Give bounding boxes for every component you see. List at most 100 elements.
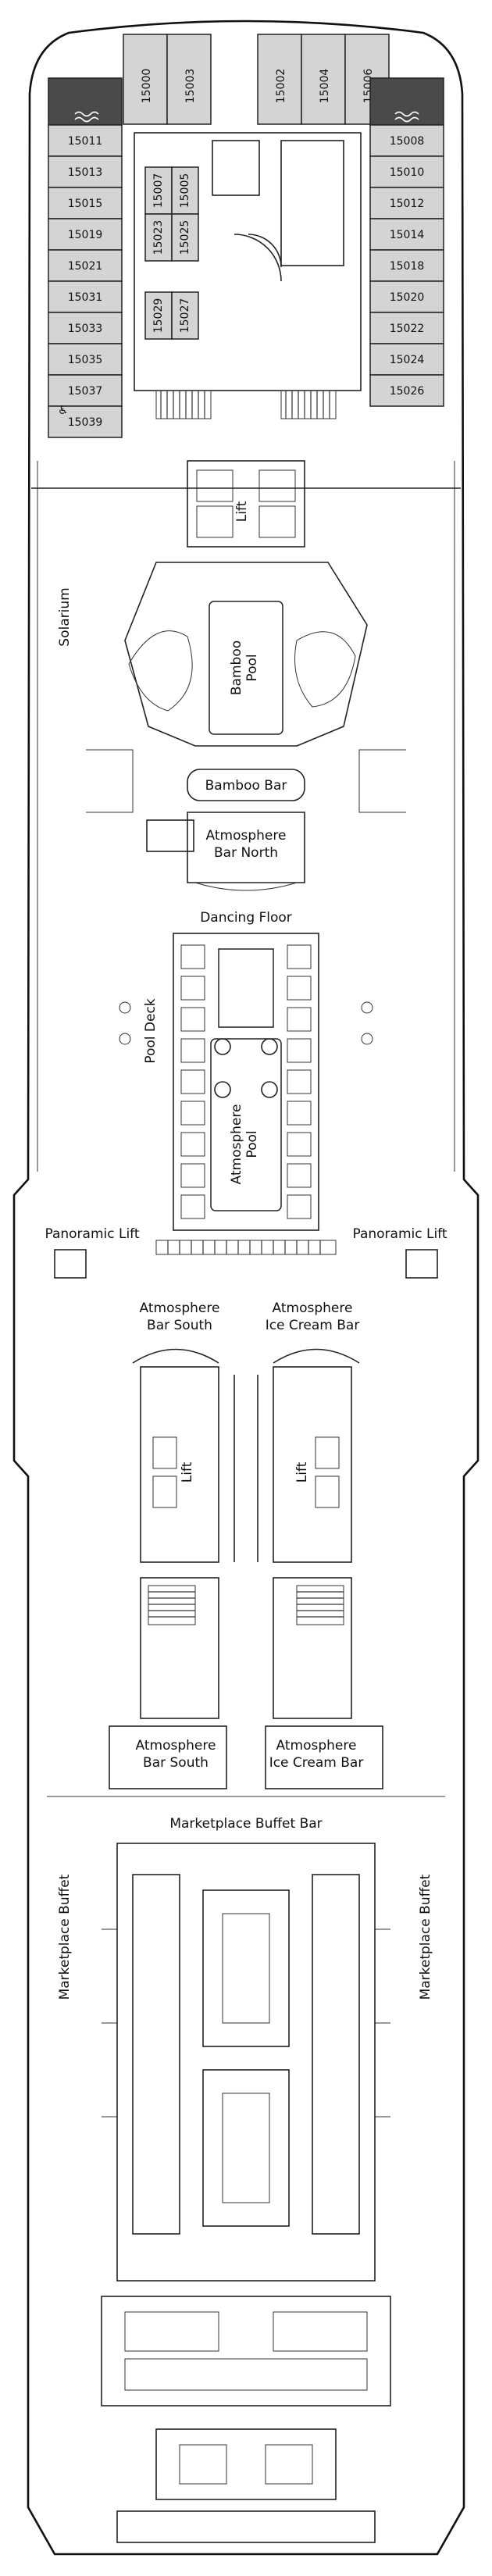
pool-deck-area: Dancing Floor Atmosphere Pool Pool Deck [119,910,373,1231]
cabin-label-15025: 15025 [179,220,191,255]
lift-car-1 [196,469,234,502]
panoramic-lift-right [405,1249,438,1279]
cabin-15035[interactable] [48,343,123,376]
aft-block-right [273,1577,352,1719]
cabin-15024[interactable] [369,343,444,376]
stair-aft-left [148,1585,196,1625]
whirlpool-3 [214,1081,231,1098]
panoramic-lift-left-label: Panoramic Lift [45,1226,139,1242]
stern-service-block [155,2428,337,2500]
aft-block-left [140,1577,219,1719]
galley-room-1 [124,2311,219,2352]
atmosphere-pool-label-1: Atmosphere [229,1104,244,1185]
stair-pool-aft [155,1240,337,1255]
solarium-side-right [358,749,406,813]
hull-outline [12,20,480,2556]
galley-room-2 [273,2311,368,2352]
cabin-label-15018: 15018 [390,260,425,273]
cabin-label-15027: 15027 [179,298,191,334]
cabin-15039[interactable] [48,405,123,438]
cabin-15026[interactable] [369,374,444,407]
deck-table-left-2 [119,1033,131,1045]
cabin-15003[interactable] [166,34,212,125]
cabin-label-15005: 15005 [179,173,191,209]
mid-lift-car-left-2 [152,1475,177,1508]
mid-bars-upper: Atmosphere Bar South Atmosphere Ice Crea… [132,1300,360,1364]
stair-forward-left [155,390,212,419]
lift-car-4 [258,505,296,538]
forward-service-block [134,132,362,391]
panoramic-lift-left [54,1249,87,1279]
panoramic-lift-right-label: Panoramic Lift [352,1226,447,1242]
cabin-label-15015: 15015 [68,198,103,210]
atmosphere-bar-north-outline [187,812,305,883]
whirlpool-icon-left [74,111,99,123]
service-room-forward [280,140,344,266]
cabin-label-15031: 15031 [68,291,103,304]
dancing-floor-label: Dancing Floor [200,910,292,926]
cabin-label-15004: 15004 [319,69,331,104]
cabin-label-15003: 15003 [184,69,197,104]
cabin-15002[interactable] [257,34,302,125]
cabin-label-15012: 15012 [390,198,425,210]
deck-table-right-2 [361,1033,373,1045]
cabin-label-15002: 15002 [275,69,287,104]
cabin-label-15035: 15035 [68,354,103,366]
mid-lift-car-left-1 [152,1436,177,1469]
cabin-15010[interactable] [369,155,444,188]
cabin-15004[interactable] [301,34,346,125]
stern-room-2 [265,2444,313,2485]
atmosphere-bar-north-label-1: Atmosphere [206,828,287,844]
cabin-label-15008: 15008 [390,135,425,148]
lift-forward-label: Lift [234,501,250,522]
marketplace-buffet-bar-label: Marketplace Buffet Bar [169,1816,322,1832]
cabin-label-15011: 15011 [68,135,103,148]
aft-galley [101,2296,391,2543]
atmosphere-bar-south-lower-label-2: Bar South [143,1755,209,1771]
cabin-15025[interactable] [171,213,199,262]
buffet-counter-right [312,1874,360,2235]
curved-stair-forward-inner [248,234,282,268]
cabin-15022[interactable] [369,312,444,344]
bamboo-pool-label-2: Pool [244,654,260,681]
cabin-label-15022: 15022 [390,323,425,335]
cabin-15029[interactable] [144,291,173,340]
bar-north-side-left [146,819,194,852]
panoramic-lifts: Panoramic Lift Panoramic Lift [45,1226,447,1279]
buffet-counter-left [132,1874,180,2235]
atmosphere-pool [210,1038,282,1211]
cabin-label-15021: 15021 [68,260,103,273]
cabin-dark-right [369,77,444,126]
cabin-15023[interactable] [144,213,173,262]
mid-lift-car-right-1 [315,1436,340,1469]
cabin-15027[interactable] [171,291,199,340]
pool-deck-frame [173,933,319,1231]
atmosphere-bar-south-lower-label-1: Atmosphere [136,1738,216,1754]
stair-aft-right [296,1585,344,1625]
cabin-label-15000: 15000 [141,69,153,104]
atmosphere-ice-cream-label-2: Ice Cream Bar [266,1318,360,1333]
ice-cream-counter-curve [273,1348,360,1364]
cabin-15008[interactable] [369,124,444,157]
lift-shaft-forward [187,460,305,548]
curved-stair-forward [234,234,282,282]
mid-bars-lower: Atmosphere Bar South Atmosphere Ice Crea… [47,1725,445,1797]
cabin-15031[interactable] [48,280,123,313]
ice-cream-lower-outline [265,1725,383,1789]
atmosphere-ice-cream-lower-label-1: Atmosphere [276,1738,357,1754]
cabin-15015[interactable] [48,187,123,219]
cabins-top-row: 15000 15003 15002 15004 15006 [123,34,390,125]
sunbeds-left [180,944,205,1219]
atmosphere-bar-south-label-2: Bar South [147,1318,212,1333]
cabins-right-column: 15008 15010 15012 15014 15018 15020 1502… [369,77,444,407]
cabin-dark-left [48,77,123,126]
cabin-label-15033: 15033 [68,323,103,335]
cabin-15000[interactable] [123,34,168,125]
cabin-label-15010: 15010 [390,166,425,179]
lift-right-label: Lift [294,1461,310,1482]
cabin-label-15013: 15013 [68,166,103,179]
marketplace-buffet-left-label: Marketplace Buffet [57,1874,73,2000]
cabin-15021[interactable] [48,249,123,282]
buffet-island-1 [202,1889,290,2047]
